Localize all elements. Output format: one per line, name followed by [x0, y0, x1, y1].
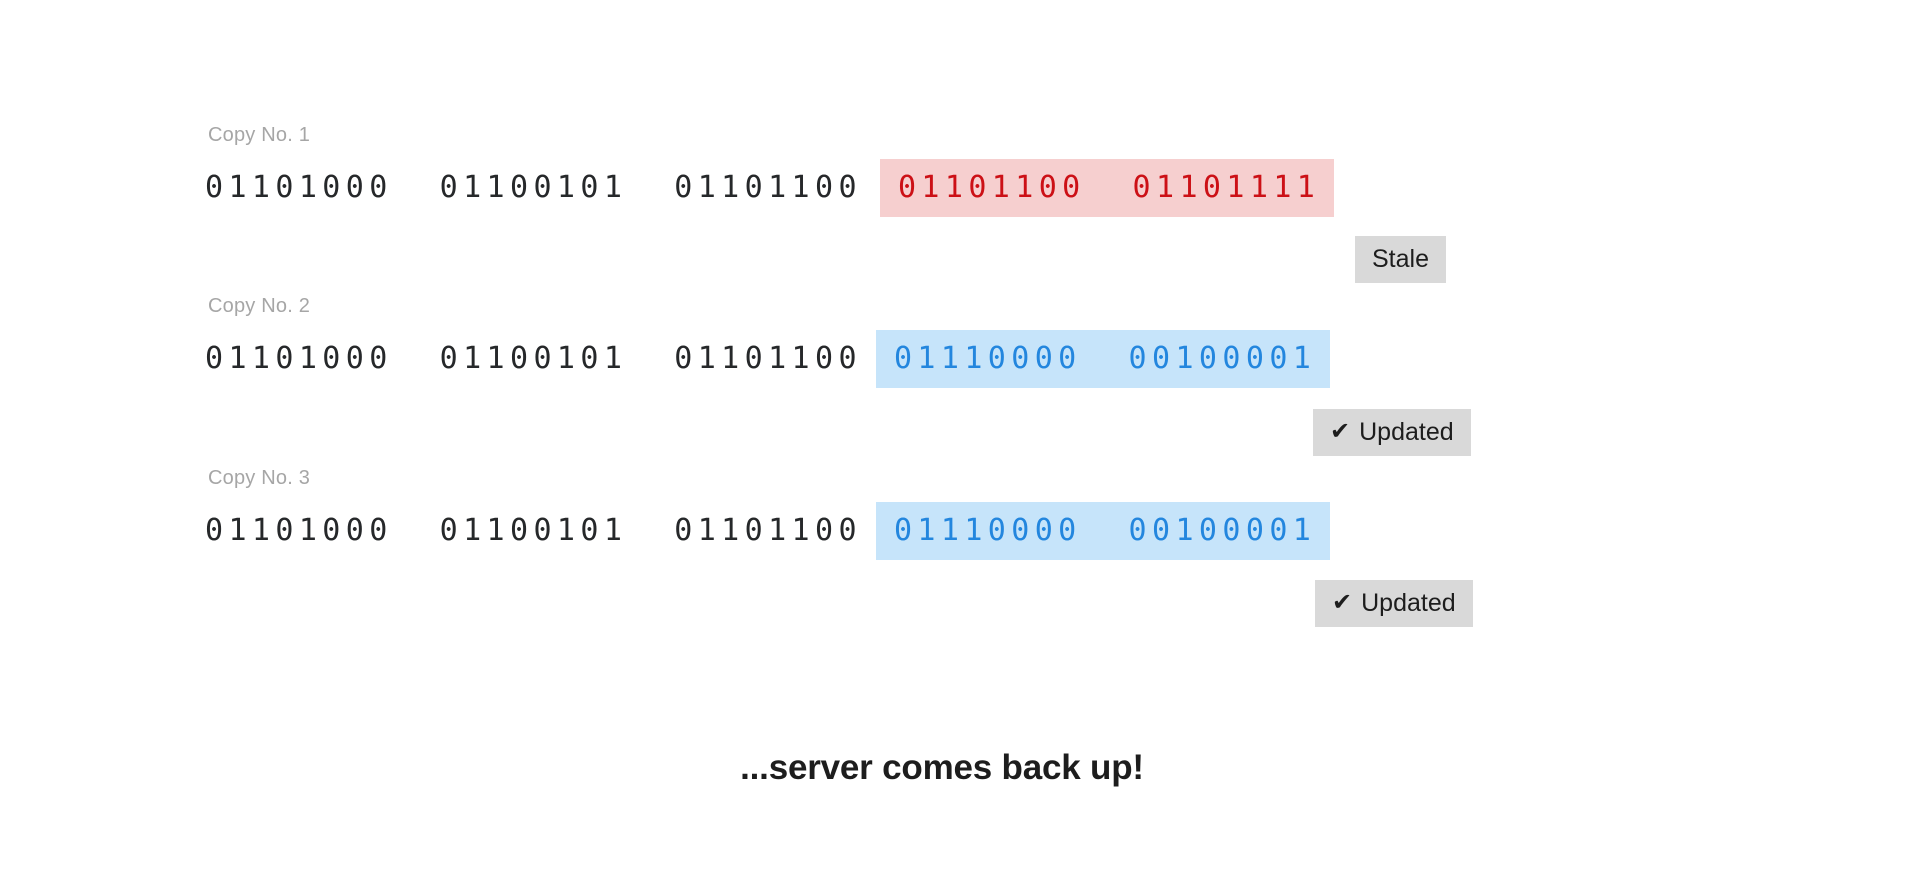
- bit-string-row-1: 01101000 01100101 01101100 01101100 0110…: [205, 159, 1335, 217]
- check-icon: ✔: [1330, 418, 1351, 445]
- replica-row-3: Copy No. 3 01101000 01100101 01101100 01…: [205, 467, 1331, 560]
- highlighted-bits-stale-1: 01101100 01101111: [879, 159, 1335, 217]
- status-badge-updated-2: ✔ Updated: [1313, 409, 1471, 456]
- highlighted-bits-updated-3: 01110000 00100001: [875, 502, 1331, 560]
- check-icon: ✔: [1332, 589, 1353, 616]
- highlighted-bits-updated-2: 01110000 00100001: [875, 330, 1331, 388]
- bit-string-row-3: 01101000 01100101 01101100 01110000 0010…: [205, 502, 1331, 560]
- status-badge-label-1: Stale: [1372, 245, 1429, 273]
- status-badge-stale-1: Stale: [1355, 236, 1446, 283]
- plain-bits-3: 01101000 01100101 01101100: [205, 513, 862, 548]
- plain-bits-1: 01101000 01100101 01101100: [205, 170, 862, 205]
- plain-bits-2: 01101000 01100101 01101100: [205, 341, 862, 376]
- caption-text: ...server comes back up!: [740, 748, 1144, 787]
- bit-string-row-2: 01101000 01100101 01101100 01110000 0010…: [205, 330, 1331, 388]
- status-badge-updated-3: ✔ Updated: [1315, 580, 1473, 627]
- caption: ...server comes back up!: [0, 748, 1920, 788]
- replica-label-2: Copy No. 2: [208, 295, 311, 317]
- replica-label-1: Copy No. 1: [208, 124, 311, 146]
- replica-row-1: Copy No. 1 01101000 01100101 01101100 01…: [205, 124, 1335, 217]
- replica-row-2: Copy No. 2 01101000 01100101 01101100 01…: [205, 295, 1331, 388]
- status-badge-label-3: Updated: [1361, 589, 1456, 617]
- status-badge-label-2: Updated: [1359, 418, 1454, 446]
- replica-label-3: Copy No. 3: [208, 467, 311, 489]
